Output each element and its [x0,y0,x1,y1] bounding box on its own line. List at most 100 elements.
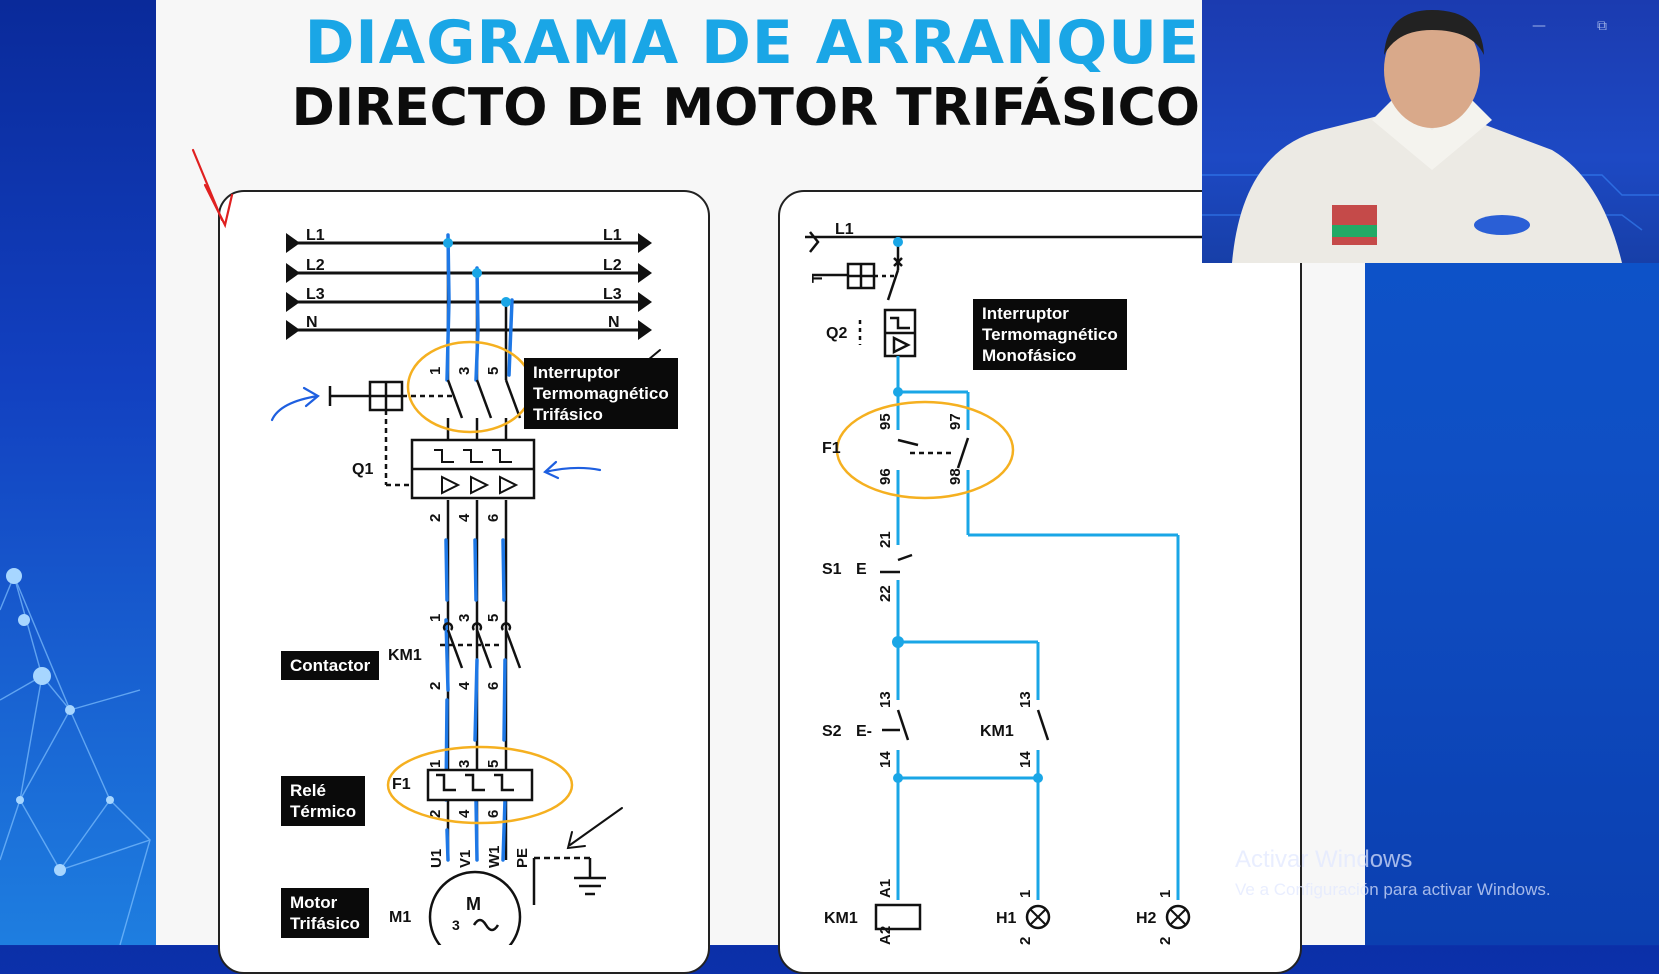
control-breaker-label-line-2: Termomagnético [982,325,1118,344]
supply-arrows [286,233,652,340]
contactor-label: Contactor [290,656,371,675]
h1-term-2: 2 [1017,937,1034,945]
coil-term-a2: A2 [877,926,894,945]
minimize-icon[interactable]: — [1532,18,1546,34]
motor-label-line-2: Trifásico [290,914,360,933]
f1-term-6: 6 [485,810,502,818]
line-label-l1: L1 [306,227,325,244]
relay-label-box: Relé Térmico [281,776,366,826]
f1-term-96: 96 [877,468,894,485]
background-right [1365,253,1659,945]
title-line-1: DIAGRAMA DE ARRANQUE [304,8,1200,78]
control-breaker-label-line-1: Interruptor [982,304,1069,323]
km1-hold-ref: KM1 [980,723,1014,740]
q1-term-2: 2 [427,514,444,522]
motor-term-pe: PE [514,848,531,868]
line-label-n: N [306,314,318,331]
presenter-video [1202,10,1659,263]
f1-term-97: 97 [947,413,964,430]
control-breaker-label-box: Interruptor Termomagnético Monofásico [973,299,1127,370]
breaker-label-line-3: Trifásico [533,405,603,424]
activation-watermark: Activar Windows Ve a Configuración para … [1235,846,1551,900]
q1-term-6: 6 [485,514,502,522]
s1-ref: S1 [822,561,842,578]
line-label-l1-right: L1 [603,227,622,244]
restore-icon[interactable]: ⧉ [1597,18,1607,34]
f1-term-95: 95 [877,413,894,430]
relay-f1: 1 3 5 2 4 6 F1 [392,760,534,818]
line-label-n-right: N [608,314,620,331]
h2-ref: H2 [1136,910,1157,927]
title-line-2: DIRECTO DE MOTOR TRIFÁSICO [291,78,1200,138]
control-breaker-label-line-3: Monofásico [982,346,1077,365]
motor-ref: M1 [389,909,411,926]
km1-term-6: 6 [485,682,502,690]
s2-term-13: 13 [877,691,894,708]
motor-term-w1: W1 [486,846,503,869]
q2-ref: Q2 [826,325,847,342]
s2-ref: S2 [822,723,842,740]
q1-term-3: 3 [456,367,473,375]
motor-m1: U1 V1 W1 PE M 3 M1 [389,846,606,945]
breaker-label-box: Interruptor Termomagnético Trifásico [524,358,678,429]
s2-prefix: E- [856,723,872,740]
circle-mark-relay-contacts [835,400,1015,500]
breaker-q1: 1 3 5 2 4 6 Q1 [328,367,536,522]
contactor-km1: 1 3 5 2 4 6 KM1 [388,614,522,690]
km1-term-5: 5 [485,614,502,622]
km1-coil-ref: KM1 [824,910,858,927]
f1-ref: F1 [392,776,411,793]
km1-term-3: 3 [456,614,473,622]
coil-term-a1: A1 [877,879,894,898]
power-circuit-panel [218,190,710,974]
relay-label-line-2: Térmico [290,802,357,821]
f1-term-2: 2 [427,810,444,818]
q1-term-1: 1 [427,367,444,375]
f1-control-ref: F1 [822,440,841,457]
s1-term-22: 22 [877,585,894,602]
q1-term-4: 4 [456,513,473,522]
s1-term-21: 21 [877,531,894,548]
h2-term-1: 1 [1157,890,1174,898]
q1-ref: Q1 [352,461,373,478]
f1-term-5: 5 [485,760,502,768]
f1-term-98: 98 [947,468,964,485]
breaker-label-line-2: Termomagnético [533,384,669,403]
line-label-l3-right: L3 [603,286,622,303]
line-label-l2: L2 [306,257,325,274]
f1-term-3: 3 [456,760,473,768]
watermark-line-2: Ve a Configuración para activar Windows. [1235,880,1551,899]
q2-side-label: T [809,274,826,283]
motor-label-box: Motor Trifásico [281,888,369,938]
relay-label-line-1: Relé [290,781,326,800]
connection-dots [443,238,511,307]
motor-label-line-1: Motor [290,893,338,912]
watermark-line-1: Activar Windows [1235,846,1413,873]
circle-mark-breaker [406,340,534,434]
motor-symbol-m: M [466,894,481,914]
km1-term-4: 4 [456,681,473,690]
motor-term-v1: V1 [457,850,474,868]
background-left [0,0,156,946]
control-wiring [805,231,1202,931]
km1-ref: KM1 [388,647,422,664]
h1-term-1: 1 [1017,890,1034,898]
s1-prefix: E [856,561,867,578]
motor-symbol-3: 3 [452,917,460,933]
breaker-label-line-1: Interruptor [533,363,620,382]
km1-term-2: 2 [427,682,444,690]
highlight-wires [444,233,514,862]
control-supply-label: L1 [835,221,854,238]
supply-lines [290,241,645,332]
f1-term-4: 4 [456,809,473,818]
h1-ref: H1 [996,910,1017,927]
f1-term-1: 1 [427,760,444,768]
circle-mark-relay [386,745,574,825]
wiring-diagram: L1 L2 L3 N L1 L2 L3 N [191,148,1202,945]
motor-term-u1: U1 [428,849,445,868]
annotations [191,148,661,850]
km1-hold-term-13: 13 [1017,691,1034,708]
q1-term-5: 5 [485,367,502,375]
km1-hold-term-14: 14 [1017,751,1034,768]
s2-term-14: 14 [877,751,894,768]
